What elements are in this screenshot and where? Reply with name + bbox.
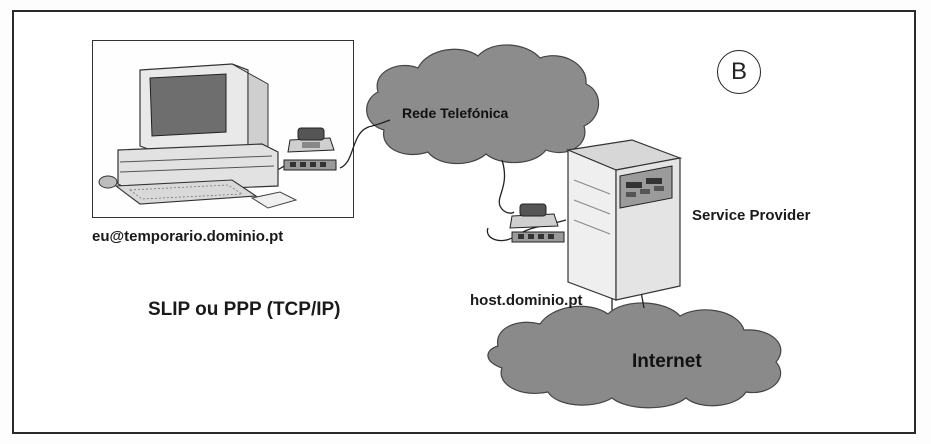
phone-network-label: Rede Telefónica — [402, 105, 509, 121]
service-provider-label: Service Provider — [692, 207, 811, 224]
desktop-computer-icon — [98, 63, 298, 209]
section-badge: B — [717, 50, 761, 94]
modem-icon — [283, 159, 337, 171]
internet-label: Internet — [632, 351, 702, 372]
modem-icon — [511, 231, 565, 243]
cable-cloud-to-modem — [498, 159, 515, 214]
telephone-icon — [509, 203, 559, 229]
user-address-label: eu@temporario.dominio.pt — [92, 228, 284, 245]
phone-network-cloud-icon — [366, 44, 600, 165]
protocol-label: SLIP ou PPP (TCP/IP) — [148, 299, 341, 320]
server-cabinet-icon — [565, 139, 683, 301]
internet-cloud-icon — [487, 302, 782, 409]
host-label: host.dominio.pt — [470, 292, 583, 309]
telephone-icon — [287, 127, 335, 153]
cable-phone-to-cloud — [339, 119, 391, 169]
